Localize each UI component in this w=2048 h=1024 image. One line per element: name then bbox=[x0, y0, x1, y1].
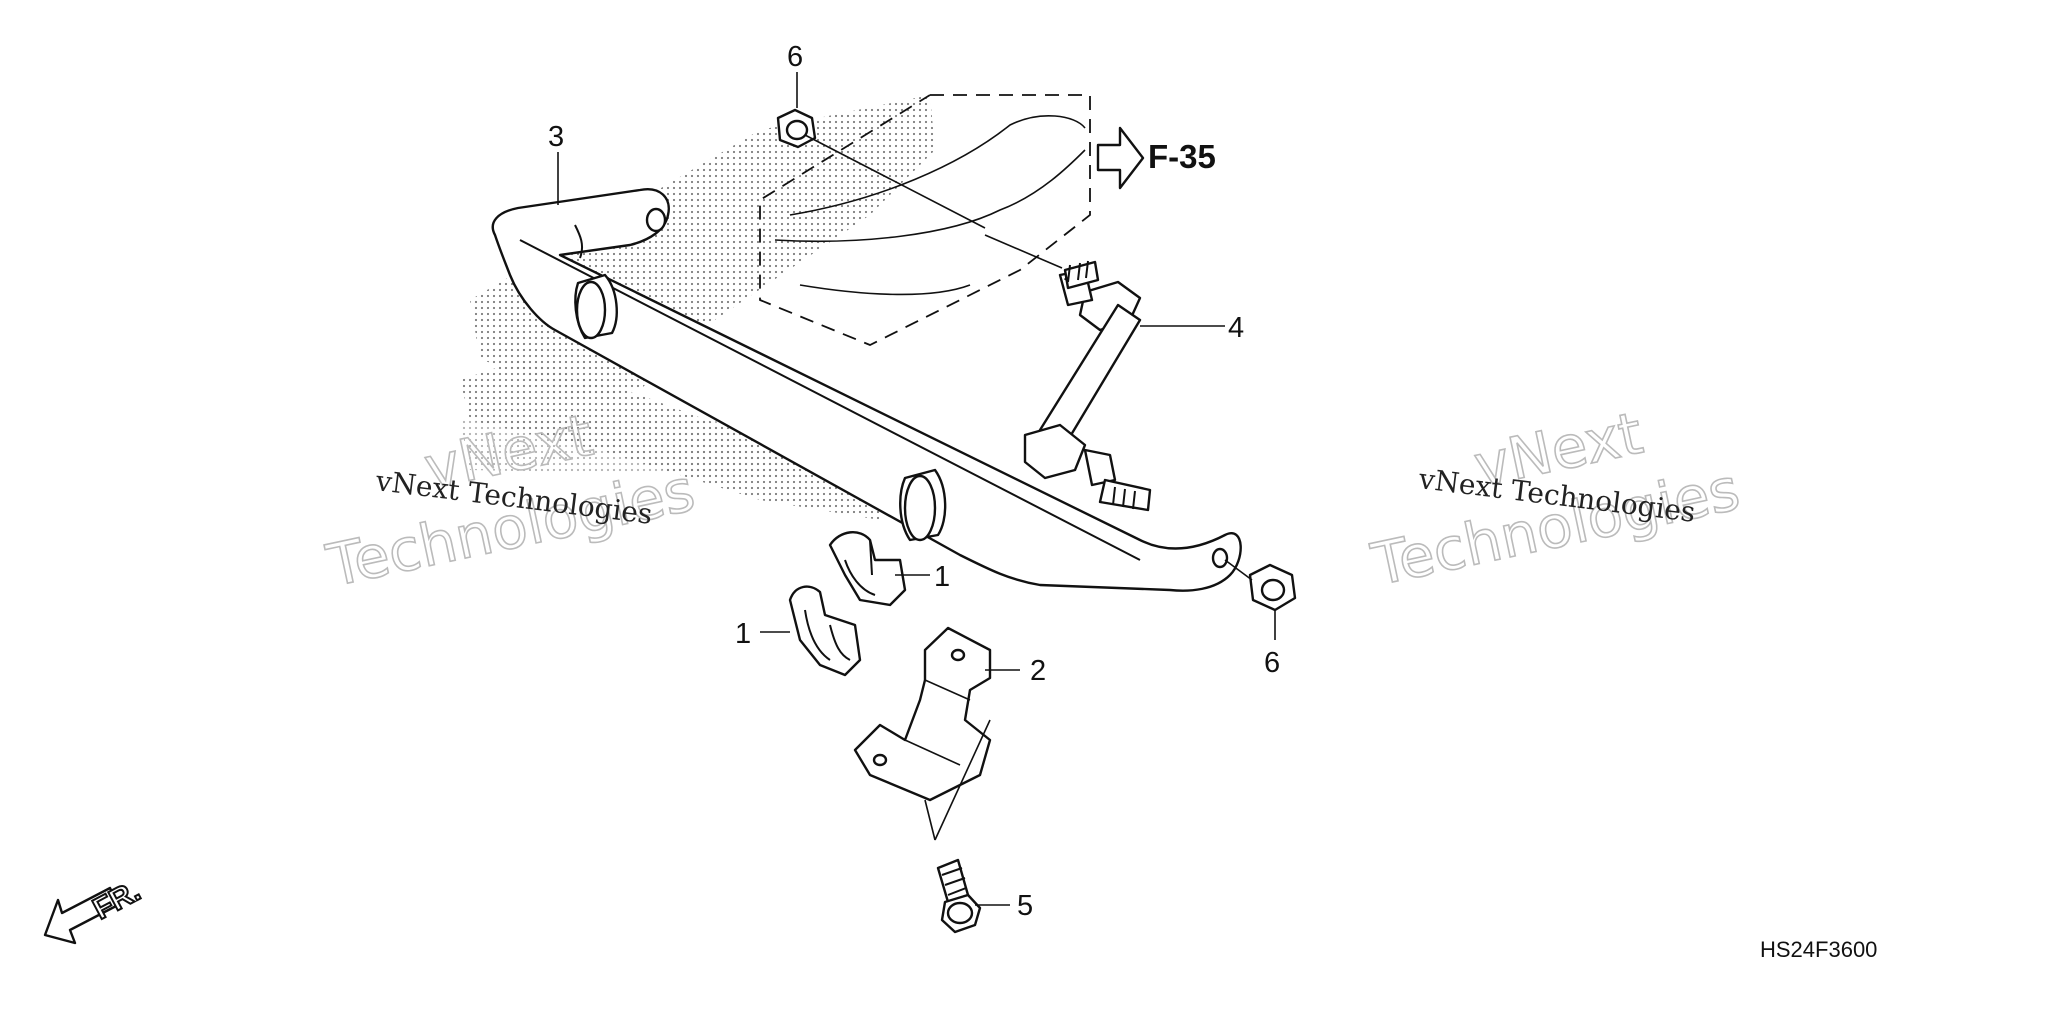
callout-4: 4 bbox=[1228, 312, 1244, 344]
front-label: FR. bbox=[88, 874, 146, 926]
flange-bolt bbox=[936, 858, 982, 934]
callout-3: 3 bbox=[548, 121, 564, 153]
bushing-upper bbox=[828, 531, 907, 607]
front-direction-icon bbox=[43, 886, 120, 945]
phantom-frame bbox=[759, 94, 1091, 346]
leader-lines bbox=[557, 72, 1276, 906]
callout-6-bottom: 6 bbox=[1264, 647, 1280, 679]
callout-6-top: 6 bbox=[787, 41, 803, 73]
flange-nut-top bbox=[776, 108, 1063, 269]
stabilizer-link bbox=[1023, 260, 1152, 512]
flange-nut-bottom bbox=[1224, 559, 1297, 612]
callout-5: 5 bbox=[1017, 890, 1033, 922]
bushing-holder bbox=[853, 626, 992, 802]
stabilizer-bar bbox=[491, 188, 1242, 592]
diagram-code: HS24F3600 bbox=[1760, 937, 1877, 962]
callout-1-lower: 1 bbox=[735, 618, 751, 650]
callout-2: 2 bbox=[1030, 655, 1046, 687]
bushing-lower bbox=[788, 585, 862, 677]
callout-1-upper: 1 bbox=[934, 561, 950, 593]
reference-arrow bbox=[1096, 126, 1145, 190]
reference-label: F-35 bbox=[1148, 138, 1216, 175]
